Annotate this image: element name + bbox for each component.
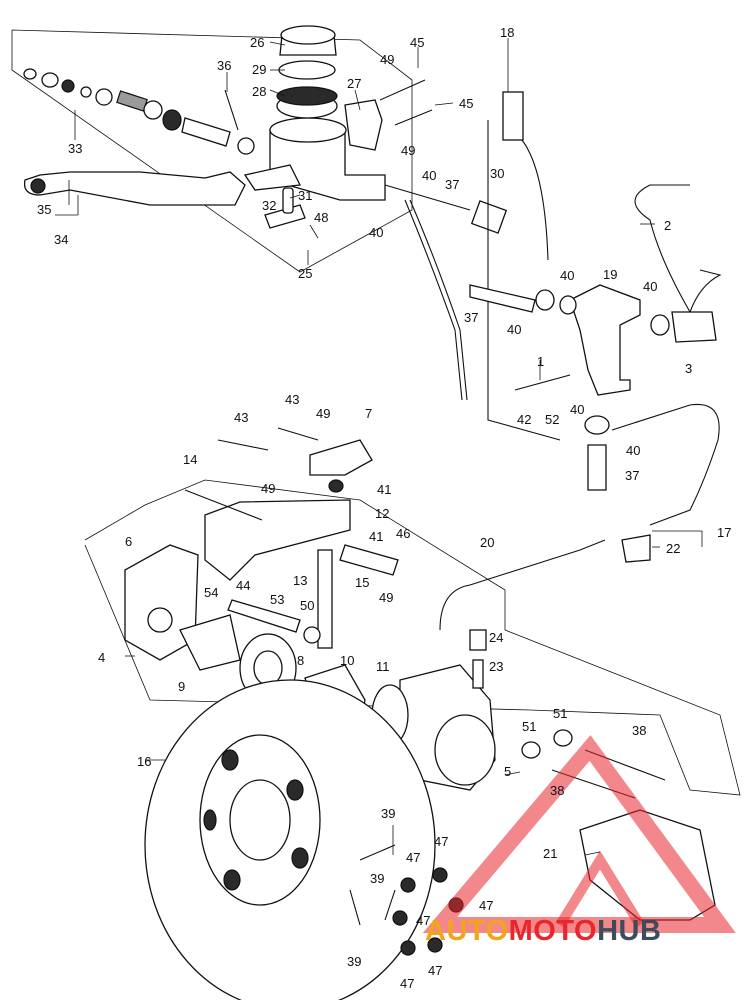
callout: 49 [379,590,393,605]
brake-disc [144,679,436,1000]
callout: 43 [285,392,299,407]
callout: 9 [178,679,185,694]
callout: 45 [459,96,473,111]
brake-junction-group [469,184,722,396]
callout: 20 [480,535,494,550]
callout: 49 [316,406,330,421]
caliper-body [304,629,496,791]
callout: 12 [375,506,389,521]
callout: 45 [410,35,424,50]
callout: 42 [517,412,531,427]
callout: 40 [626,443,640,458]
callout: 46 [396,526,410,541]
callout: 47 [406,850,420,865]
callout: 11 [376,659,390,674]
callout: 38 [550,783,564,798]
watermark-moto: MOTO [508,915,598,947]
callout: 40 [422,168,436,183]
callout: 1 [537,354,544,369]
callout: 52 [545,412,559,427]
callout: 37 [464,310,478,325]
callout: 54 [204,585,218,600]
leader-lines [55,38,703,856]
callout: 47 [428,963,442,978]
callout: 2 [664,218,671,233]
callout: 39 [381,806,395,821]
callout: 23 [489,659,503,674]
callout: 44 [236,578,250,593]
callout: 34 [54,232,68,247]
callout: 18 [500,25,514,40]
callout: 40 [369,225,383,240]
callout: 47 [416,913,430,928]
callout: 21 [543,846,557,861]
callout: 53 [270,592,284,607]
callout: 38 [632,723,646,738]
callout: 40 [507,322,521,337]
callout: 16 [137,754,151,769]
master-cylinder-group [11,25,433,273]
callout: 35 [37,202,51,217]
brake-hose-upper [384,91,561,441]
callout: 36 [217,58,231,73]
callout: 15 [355,575,369,590]
callout: 19 [603,267,617,282]
callout: 41 [369,529,383,544]
callout: 39 [370,871,384,886]
callout: 33 [68,141,82,156]
callout: 29 [252,62,266,77]
callout: 8 [297,653,304,668]
callout: 7 [365,406,372,421]
callout: 14 [183,452,197,467]
callout: 47 [400,976,414,991]
callout: 32 [262,198,276,213]
callout: 51 [522,719,536,734]
callout: 22 [666,541,680,556]
callout: 37 [625,468,639,483]
watermark-triangle [422,735,736,933]
callout-labels: 1 2 3 4 5 6 7 8 9 10 11 12 13 14 15 16 1… [37,25,731,991]
callout: 17 [717,525,731,540]
callout: 25 [298,266,312,281]
watermark-hub: HUB [597,915,662,947]
callout: 3 [685,361,692,376]
callout: 39 [347,954,361,969]
callout: 49 [401,143,415,158]
callout: 51 [553,706,567,721]
brake-hose-lower [439,403,720,631]
callout: 41 [377,482,391,497]
callout: 49 [380,52,394,67]
callout: 10 [340,653,354,668]
callout: 47 [479,898,493,913]
callout: 26 [250,35,264,50]
callout: 48 [314,210,328,225]
callout: 50 [300,598,314,613]
callout: 31 [298,188,312,203]
automotohub-watermark: AUTOMOTOHUB [425,915,751,965]
callout: 13 [293,573,307,588]
callout: 49 [261,481,275,496]
callout: 28 [252,84,266,99]
callout: 40 [560,268,574,283]
watermark-auto: AUTO [425,915,509,947]
callout: 24 [489,630,503,645]
callout: 40 [643,279,657,294]
callout: 30 [490,166,504,181]
callout: 37 [445,177,459,192]
callout: 4 [98,650,105,665]
callout: 40 [570,402,584,417]
callout: 43 [234,410,248,425]
callout: 6 [125,534,132,549]
callout: 5 [504,764,511,779]
callout: 27 [347,76,361,91]
callout: 47 [434,834,448,849]
